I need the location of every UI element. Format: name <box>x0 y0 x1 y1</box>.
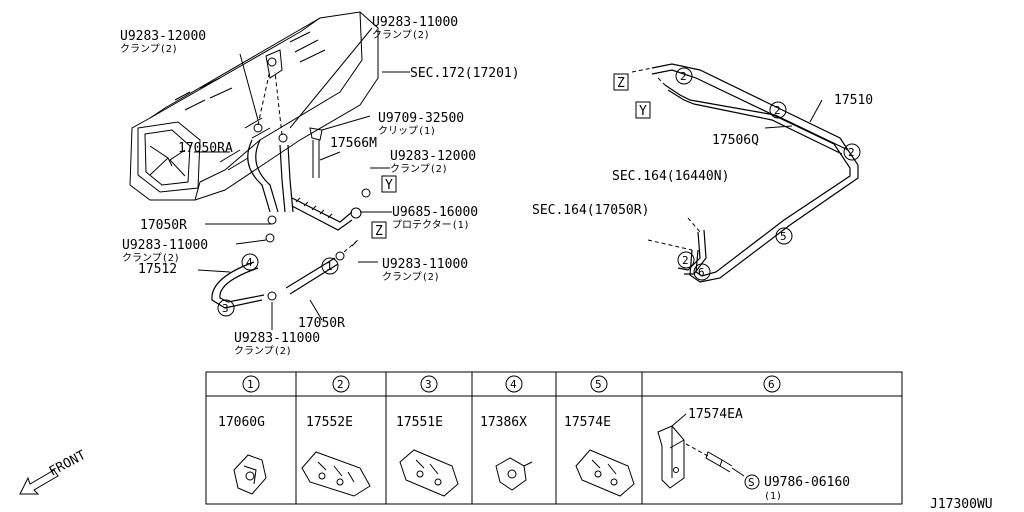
protector-desc-label: プロテクター(1) <box>392 219 470 231</box>
callout-3: 3 <box>222 302 229 315</box>
callout-2-b: 2 <box>774 104 781 117</box>
bolt-part-label: U9786-06160 <box>764 475 850 490</box>
left-labels: U9283-12000 クランプ(2) U9283-11000 クランプ(2) … <box>120 15 520 357</box>
part-17510-label: 17510 <box>834 93 873 108</box>
callout-1: 1 <box>326 260 333 273</box>
clip-desc-label: クリップ(1) <box>378 125 436 137</box>
part-17050ra-label: 17050RA <box>178 141 233 156</box>
left-leader-lines <box>194 27 410 330</box>
table-header-3: 3 <box>425 378 432 391</box>
sec-164-16440n-reference: SEC.164(16440N) <box>612 169 729 184</box>
marker-y-left: Y <box>385 178 393 193</box>
part-17512-label: 17512 <box>138 262 177 277</box>
clamp-desc-label-4: クランプ(2) <box>122 252 180 264</box>
callout-2-c: 2 <box>848 146 855 159</box>
clip-17552e-sketch <box>301 451 371 497</box>
letter-markers: Z Y Y Z <box>371 73 651 239</box>
table-header-1: 1 <box>247 378 254 391</box>
protector-part-label: U9685-16000 <box>392 205 478 220</box>
clamp-part-label-6: U9283-11000 <box>234 331 320 346</box>
table-part-17060g: 17060G <box>218 415 265 430</box>
right-pipe-assembly <box>631 63 859 283</box>
bolt-qty-label: (1) <box>764 491 782 502</box>
sec-164-17050r-reference: SEC.164(17050R) <box>532 203 649 218</box>
clamp-desc-label-3: クランプ(2) <box>390 163 448 175</box>
clip-17060g-sketch <box>233 454 267 495</box>
table-part-17386x: 17386X <box>480 415 527 430</box>
clip-17386x-sketch <box>495 457 533 491</box>
callout-2-d: 2 <box>682 254 689 267</box>
part-17050r-label-lower: 17050R <box>298 316 345 331</box>
clamp-desc-label-1: クランプ(2) <box>120 43 178 55</box>
part-17566m-label: 17566M <box>330 136 377 151</box>
bolt-s-symbol: S <box>748 476 755 489</box>
clamp-desc-label-6: クランプ(2) <box>234 345 292 357</box>
bolt-sketch <box>685 443 745 477</box>
clamp-part-label-1: U9283-12000 <box>120 29 206 44</box>
front-label: FRONT <box>47 448 89 480</box>
clamp-part-label-3: U9283-12000 <box>390 149 476 164</box>
table-header-5: 5 <box>595 378 602 391</box>
part-17050r-label-upper: 17050R <box>140 218 187 233</box>
sec-172-reference: SEC.172(17201) <box>410 66 520 81</box>
table-part-17551e: 17551E <box>396 415 443 430</box>
marker-z-right: Z <box>617 76 625 91</box>
clamp-desc-label-2: クランプ(2) <box>372 29 430 41</box>
clip-part-label: U9709-32500 <box>378 111 464 126</box>
callout-6: 6 <box>698 266 705 279</box>
circle-callouts: 1 4 3 2 2 2 5 2 6 <box>217 67 861 317</box>
callout-5: 5 <box>780 230 787 243</box>
table-header-2: 2 <box>337 378 344 391</box>
callout-2-a: 2 <box>680 70 687 83</box>
table-part-17574e: 17574E <box>564 415 611 430</box>
left-piping-drawing <box>211 69 371 309</box>
table-part-17574ea: 17574EA <box>688 407 743 422</box>
fuel-tank-drawing <box>129 11 379 201</box>
clip-17551e-sketch <box>399 449 459 497</box>
clamp-part-label-2: U9283-11000 <box>372 15 458 30</box>
marker-z-left: Z <box>375 224 383 239</box>
clamp-part-label-5: U9283-11000 <box>382 257 468 272</box>
part-17506q-label: 17506Q <box>712 133 759 148</box>
table-header-6: 6 <box>768 378 775 391</box>
right-labels: 17510 17506Q SEC.164(16440N) SEC.164(170… <box>532 93 873 218</box>
diagram-id: J17300WU <box>930 497 993 512</box>
clamp-desc-label-5: クランプ(2) <box>382 271 440 283</box>
marker-y-right: Y <box>639 104 647 119</box>
front-arrow: FRONT <box>19 448 89 495</box>
clamp-part-label-4: U9283-11000 <box>122 238 208 253</box>
bracket-17574ea-sketch <box>657 425 685 489</box>
table-part-17552e: 17552E <box>306 415 353 430</box>
parts-table: 1 2 3 4 5 6 17060G 17552E 17551E 17386X … <box>205 371 903 505</box>
clip-17574e-sketch <box>575 449 635 497</box>
callout-4: 4 <box>246 256 253 269</box>
table-header-4: 4 <box>510 378 517 391</box>
